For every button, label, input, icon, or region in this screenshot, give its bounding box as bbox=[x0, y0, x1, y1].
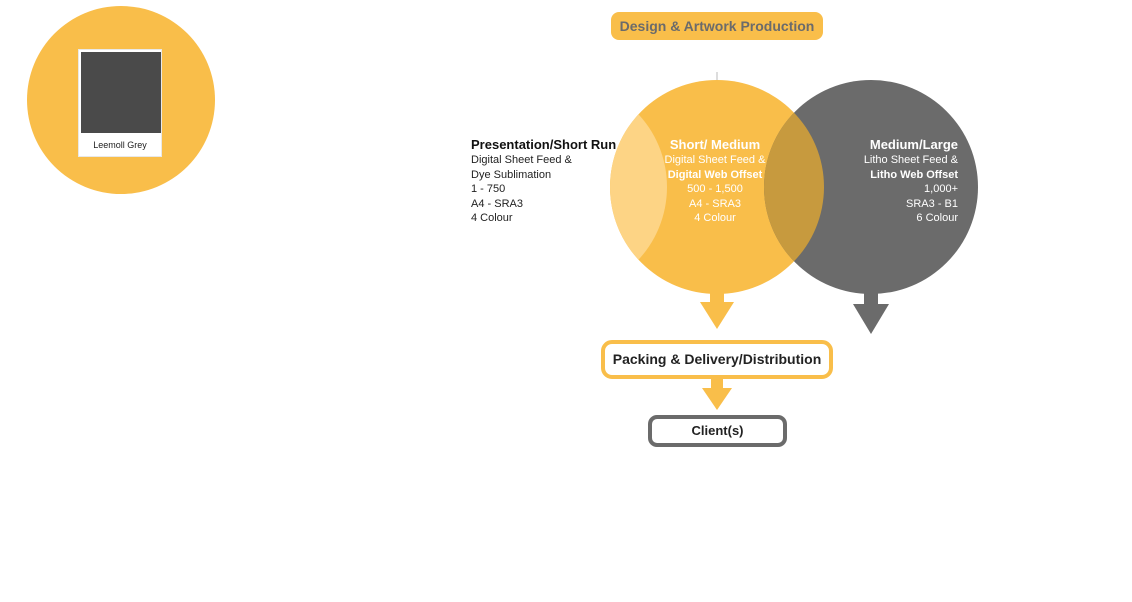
arrow-down-grey bbox=[853, 292, 889, 334]
packing-delivery-box: Packing & Delivery/Distribution bbox=[601, 340, 833, 379]
design-artwork-label: Design & Artwork Production bbox=[611, 12, 823, 40]
right-line: 1,000+ bbox=[924, 183, 958, 195]
right-line: SRA3 - B1 bbox=[906, 197, 958, 210]
presentation-short-run-text: Presentation/Short Run Digital Sheet Fee… bbox=[471, 136, 616, 226]
right-line: Litho Web Offset bbox=[870, 168, 958, 181]
left-line: A4 - SRA3 bbox=[471, 197, 523, 210]
arrow-down-packing bbox=[702, 379, 732, 410]
middle-line: Digital Sheet Feed & bbox=[664, 154, 766, 166]
swatch-color bbox=[81, 52, 161, 133]
right-title: Medium/Large bbox=[869, 137, 958, 152]
right-line: 6 Colour bbox=[916, 212, 958, 224]
middle-line: A4 - SRA3 bbox=[689, 197, 741, 210]
short-medium-circle bbox=[610, 80, 824, 294]
swatch-label: Leemoll Grey bbox=[93, 140, 147, 150]
medium-large-circle bbox=[764, 80, 978, 294]
left-title: Presentation/Short Run bbox=[471, 137, 617, 152]
left-line: Dye Sublimation bbox=[471, 168, 552, 181]
middle-line: Digital Web Offset bbox=[667, 168, 763, 181]
left-line: 4 Colour bbox=[471, 212, 513, 224]
left-line: 1 - 750 bbox=[471, 183, 506, 195]
right-line: Litho Sheet Feed & bbox=[863, 154, 958, 166]
left-line: Digital Sheet Feed & bbox=[471, 154, 572, 166]
middle-line: 4 Colour bbox=[694, 212, 736, 224]
short-medium-text: Short/ Medium Digital Sheet Feed & Digit… bbox=[640, 136, 790, 226]
arrow-down-yellow bbox=[700, 292, 734, 329]
middle-title: Short/ Medium bbox=[669, 137, 761, 152]
client-box: Client(s) bbox=[648, 415, 787, 447]
medium-large-text: Medium/Large Litho Sheet Feed & Litho We… bbox=[830, 136, 958, 226]
middle-line: 500 - 1,500 bbox=[687, 183, 743, 195]
color-swatch-card: Leemoll Grey bbox=[78, 49, 162, 157]
